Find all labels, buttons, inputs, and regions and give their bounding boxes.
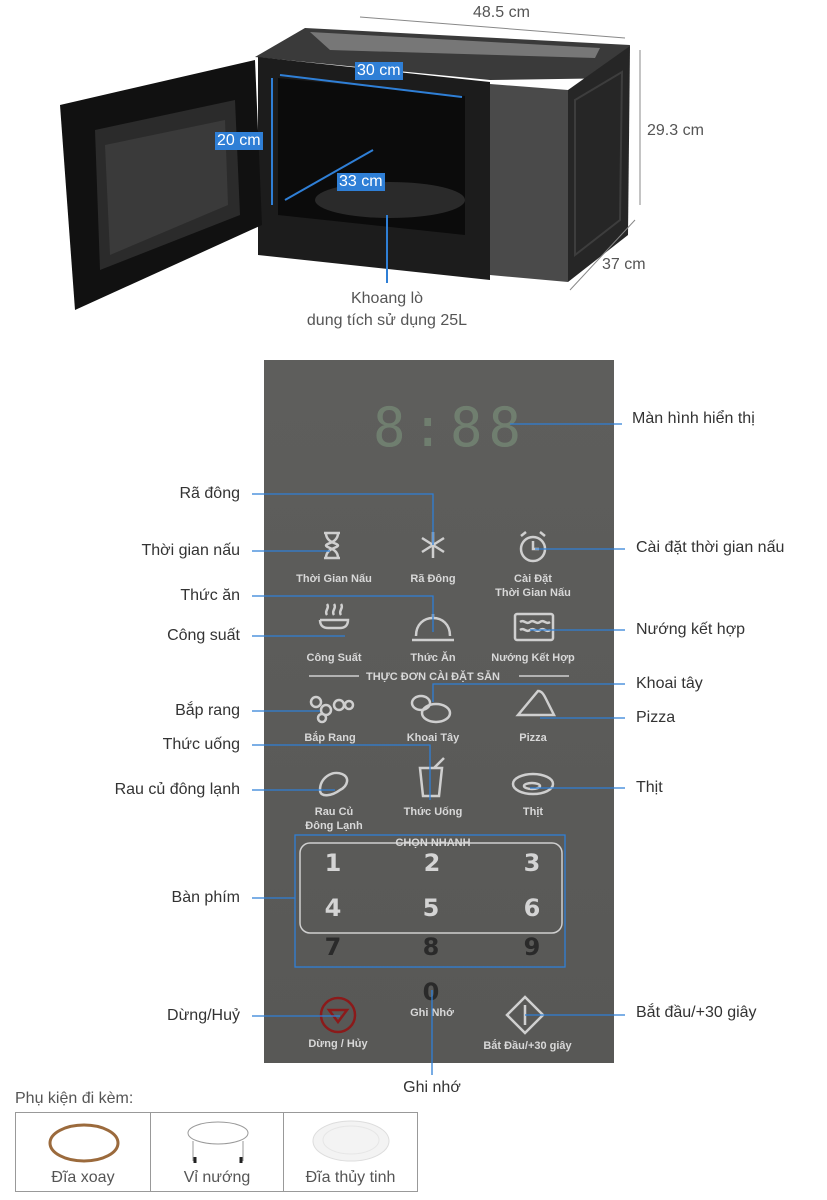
btn-start[interactable]: Bắt Đầu/+30 giây <box>483 1040 572 1052</box>
cavity-caption: Khoang lò dung tích sử dụng 25L <box>287 288 487 332</box>
height-dimension: 29.3 cm <box>647 122 704 139</box>
callout-set-time: Cài đặt thời gian nấu <box>636 539 785 556</box>
alarm-clock-icon <box>519 531 547 563</box>
accessory-label: Đĩa thủy tinh <box>305 1169 396 1186</box>
btn-cook-time[interactable]: Thời Gian Nấu <box>296 573 372 585</box>
callout-frozen-veg: Rau củ đông lạnh <box>114 781 240 798</box>
key-6[interactable]: 6 <box>523 894 541 922</box>
stop-icon <box>319 996 357 1034</box>
key-2[interactable]: 2 <box>423 849 441 877</box>
key-4[interactable]: 4 <box>324 894 342 922</box>
btn-set-time-line1: Cài Đặt <box>514 573 552 585</box>
popcorn-icon <box>309 695 355 724</box>
btn-combi[interactable]: Nướng Kết Hợp <box>491 652 575 664</box>
quick-select-header: CHỌN NHANH <box>395 837 471 849</box>
callout-memory: Ghi nhớ <box>403 1079 461 1096</box>
callout-defrost: Rã đông <box>179 485 241 502</box>
callout-stop: Dừng/Huỷ <box>167 1007 240 1024</box>
snowflake-icon <box>421 532 445 558</box>
btn-frozen-veg-line2: Đông Lạnh <box>305 820 363 832</box>
hourglass-icon <box>324 531 340 560</box>
btn-pizza[interactable]: Pizza <box>519 732 547 744</box>
key-3[interactable]: 3 <box>523 849 541 877</box>
callout-food: Thức ăn <box>180 587 240 604</box>
key-1[interactable]: 1 <box>324 849 342 877</box>
inner-depth-label: 33 cm <box>337 173 385 191</box>
cloche-food-icon <box>412 614 454 642</box>
start-icon <box>505 995 545 1035</box>
btn-potato[interactable]: Khoai Tây <box>406 732 460 744</box>
key-9[interactable]: 9 <box>523 933 541 961</box>
btn-drink[interactable]: Thức Uống <box>403 806 463 818</box>
depth-dimension: 37 cm <box>602 256 646 273</box>
accessory-label: Đĩa xoay <box>51 1169 115 1186</box>
btn-defrost[interactable]: Rã Đông <box>410 573 456 585</box>
cavity-caption-line1: Khoang lò <box>350 290 424 307</box>
btn-frozen-veg-line1: Rau Củ <box>314 806 354 818</box>
callout-display: Màn hình hiển thị <box>632 410 755 427</box>
btn-frozen-veg[interactable]: Rau Củ Đông Lạnh <box>274 805 394 833</box>
callout-drink: Thức uống <box>162 736 240 753</box>
cavity-caption-line2: dung tích sử dụng 25L <box>306 312 468 329</box>
vegetable-icon <box>318 771 349 797</box>
inner-dimension-arrows <box>271 74 463 283</box>
outer-dimension-arrows <box>359 16 641 291</box>
inner-height-label: 20 cm <box>215 132 263 150</box>
callout-start: Bắt đầu/+30 giây <box>636 1004 757 1021</box>
accessory-label: Vỉ nướng <box>183 1169 251 1186</box>
roller-ring-icon <box>48 1123 120 1163</box>
btn-meat[interactable]: Thịt <box>522 806 544 818</box>
pizza-icon <box>515 689 557 717</box>
grill-rack-icon <box>187 1121 249 1163</box>
potato-icon <box>410 694 452 724</box>
accessories-title: Phụ kiện đi kèm: <box>15 1090 134 1107</box>
glass-plate-icon <box>312 1120 390 1162</box>
key-0[interactable]: 0 <box>422 978 440 1006</box>
btn-popcorn[interactable]: Bắp Rang <box>304 732 356 744</box>
btn-memory[interactable]: Ghi Nhớ <box>410 1007 454 1019</box>
callout-power: Công suất <box>167 627 240 644</box>
btn-power[interactable]: Công Suất <box>306 652 362 664</box>
inner-width-label: 30 cm <box>355 62 403 80</box>
combi-grill-icon <box>513 612 555 642</box>
btn-food[interactable]: Thức Ăn <box>410 652 456 664</box>
callout-keypad: Bàn phím <box>171 889 240 906</box>
callout-combi: Nướng kết hợp <box>636 621 746 638</box>
accessory-grill-rack: Vỉ nướng <box>150 1112 284 1192</box>
steam-power-icon <box>318 603 350 630</box>
callout-cook-time: Thời gian nấu <box>141 542 240 559</box>
btn-set-time-line2: Thời Gian Nấu <box>495 587 571 599</box>
key-7[interactable]: 7 <box>324 933 342 961</box>
meat-icon <box>511 772 555 796</box>
microwave-illustration <box>60 16 641 310</box>
key-5[interactable]: 5 <box>422 894 440 922</box>
preset-menu-header: THỰC ĐƠN CÀI ĐẶT SẴN <box>365 671 500 683</box>
drink-icon <box>418 757 445 798</box>
callout-popcorn: Bắp rang <box>175 702 240 719</box>
accessory-roller-ring: Đĩa xoay <box>15 1112 151 1192</box>
callout-meat: Thịt <box>636 779 663 796</box>
width-dimension: 48.5 cm <box>473 4 530 21</box>
btn-stop[interactable]: Dừng / Hủy <box>308 1038 368 1050</box>
display-screen: 8:88 <box>372 396 528 459</box>
callout-pizza: Pizza <box>636 709 676 726</box>
accessory-glass-plate: Đĩa thủy tinh <box>283 1112 418 1192</box>
key-8[interactable]: 8 <box>422 933 440 961</box>
callout-potato: Khoai tây <box>636 675 703 692</box>
